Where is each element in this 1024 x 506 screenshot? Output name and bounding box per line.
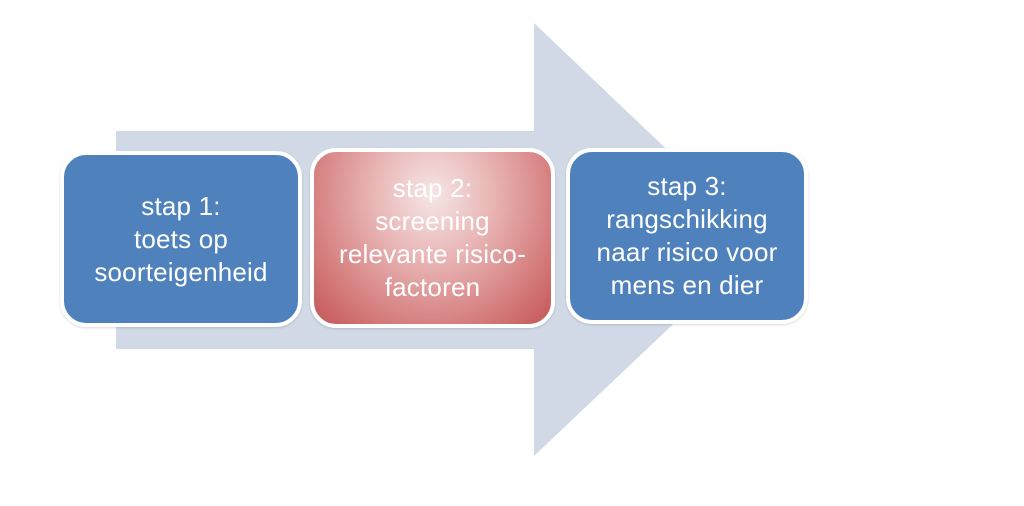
step-1-text: stap 1: toets op soorteigenheid — [94, 190, 267, 289]
step-2-line: factoren — [384, 272, 481, 302]
step-1-line: toets op — [133, 223, 229, 254]
step-2-line: relevante risico- — [339, 239, 526, 269]
step-3-line: naar risico voor — [596, 237, 778, 267]
step-1-box: stap 1: toets op soorteigenheid — [60, 151, 302, 327]
step-3-line: stap 3: — [647, 171, 727, 201]
step-3-line: rangschikking — [606, 204, 768, 234]
step-3-line: mens en dier — [610, 270, 764, 300]
step-1-line: soorteigenheid — [94, 256, 268, 287]
step-3-box: stap 3: rangschikking naar risico voor m… — [566, 148, 808, 324]
step-1-line: stap 1: — [141, 190, 221, 221]
step-2-line: stap 2: — [392, 173, 473, 203]
step-2-box: stap 2: screening relevante risico- fact… — [310, 148, 555, 328]
step-2-line: screening — [375, 206, 490, 236]
step-3-text: stap 3: rangschikking naar risico voor m… — [597, 170, 778, 302]
step-2-text: stap 2: screening relevante risico- fact… — [339, 172, 526, 304]
